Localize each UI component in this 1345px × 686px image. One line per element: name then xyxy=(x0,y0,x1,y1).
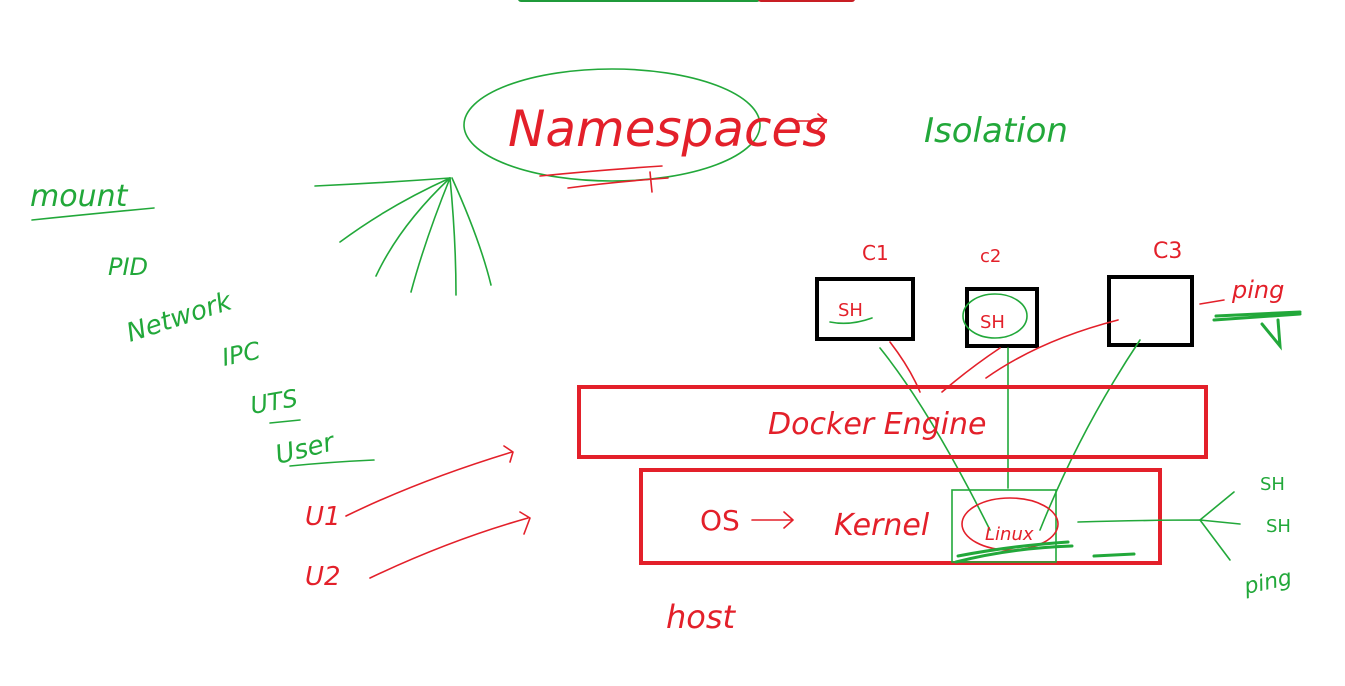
uts-underline xyxy=(269,419,301,424)
mount-underline xyxy=(31,207,155,221)
host-process-sh2: SH xyxy=(1266,516,1291,537)
linux-scribble xyxy=(954,540,1136,564)
namespaces-title: Namespaces xyxy=(508,100,828,158)
namespace-uts: UTS xyxy=(248,384,300,420)
namespace-pid: PID xyxy=(108,253,148,281)
host-process-fan xyxy=(1199,491,1235,561)
c1-shell-underline xyxy=(829,317,873,325)
c3-ping-marks xyxy=(1212,310,1302,351)
user-u2: U2 xyxy=(305,562,341,592)
namespace-fan-lines xyxy=(314,177,492,296)
linux-green-box xyxy=(951,489,1057,563)
u2-arrow xyxy=(369,511,531,579)
namespaces-oval xyxy=(463,68,761,182)
os-kernel: OS Kernel Linux xyxy=(639,468,1241,565)
host-process-ping: ping xyxy=(1241,565,1294,600)
container-c3-box xyxy=(1107,275,1194,347)
container-c2: c2 SH xyxy=(962,246,1039,348)
c3-ping-label: ping xyxy=(1231,276,1284,304)
u1-arrow xyxy=(345,445,514,517)
namespace-network: Network xyxy=(123,286,236,348)
docker-engine: Docker Engine xyxy=(577,385,1208,459)
user-underline xyxy=(289,459,375,467)
container-c2-shell: SH xyxy=(980,312,1005,333)
isolation-arrow xyxy=(789,113,827,131)
namespace-mount: mount xyxy=(30,179,129,214)
user-u1: U1 xyxy=(305,502,341,532)
docker-engine-label: Docker Engine xyxy=(768,407,986,442)
container-c3: C3 ping xyxy=(1107,239,1302,351)
linux-label: Linux xyxy=(985,524,1034,545)
os-label: OS xyxy=(700,504,740,537)
container-c1-shell: SH xyxy=(838,300,863,321)
docker-engine-box xyxy=(577,385,1208,459)
host-link xyxy=(1077,519,1241,525)
kernel-label: Kernel xyxy=(834,508,930,543)
container-c1: C1 SH xyxy=(815,241,915,341)
container-c1-box xyxy=(815,277,915,341)
host-process-sh1: SH xyxy=(1260,474,1285,495)
namespace-ipc: IPC xyxy=(219,336,263,371)
container-c2-label: c2 xyxy=(980,246,1001,267)
title-underline xyxy=(539,165,669,193)
host-label: host xyxy=(666,598,737,636)
c2-shell-circle xyxy=(962,293,1028,339)
container-c2-box xyxy=(965,287,1039,348)
c3-ping-link xyxy=(1199,299,1225,305)
container-c1-label: C1 xyxy=(862,241,889,265)
container-connectors xyxy=(879,319,1141,531)
container-c3-label: C3 xyxy=(1153,239,1182,264)
isolation-label: Isolation xyxy=(924,111,1068,151)
os-arrow xyxy=(751,511,794,529)
os-kernel-box xyxy=(639,468,1162,565)
toolbar-stub[interactable] xyxy=(518,0,855,2)
